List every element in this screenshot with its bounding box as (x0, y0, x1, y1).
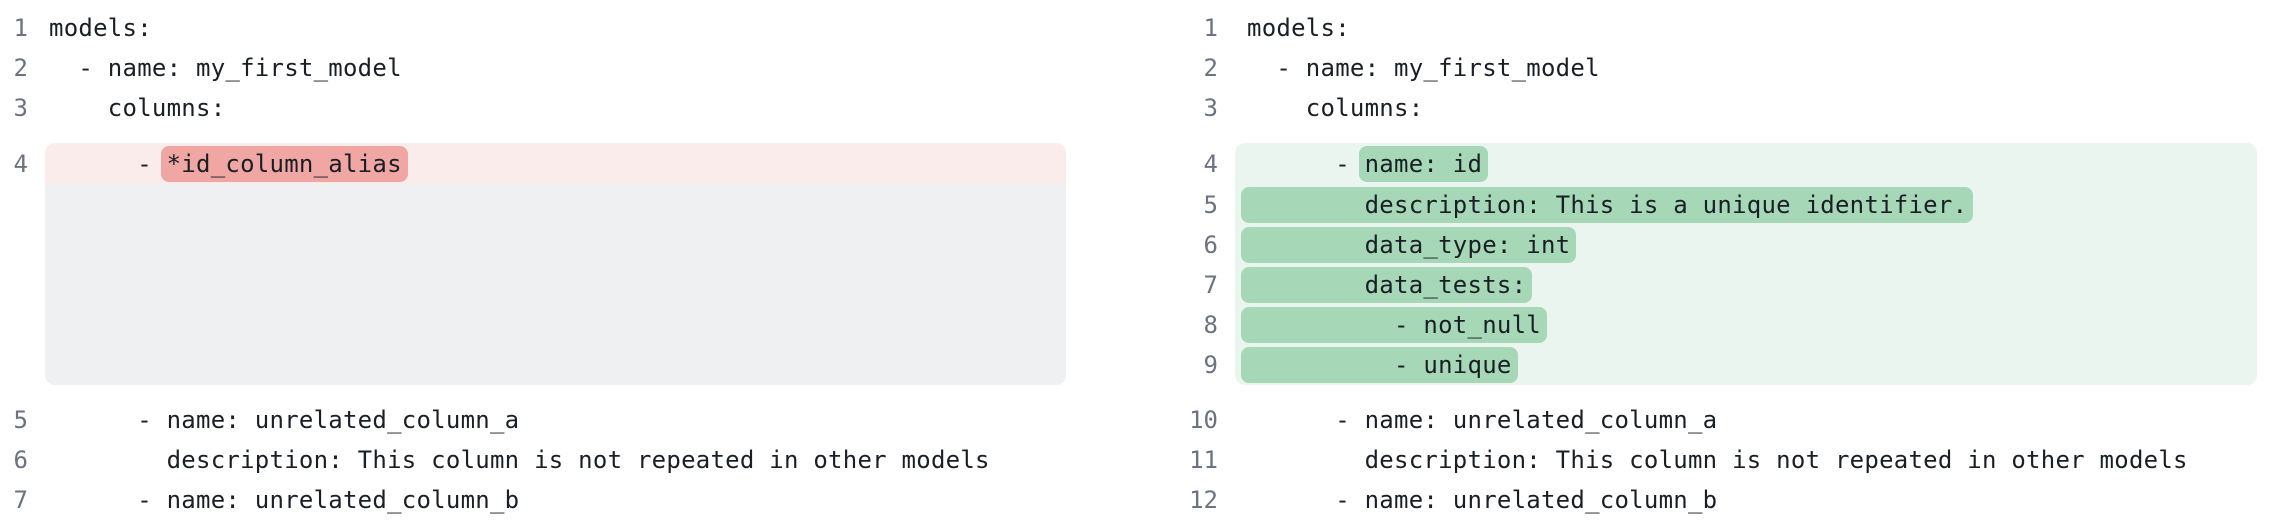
code-line: 4 - name: id (1172, 143, 2257, 185)
line-number: 7 (1203, 271, 1218, 299)
context-line: - name: unrelated_column_b (1247, 486, 1718, 514)
context-line: - name: unrelated_column_a (1247, 406, 1718, 434)
code-line: 7 data_tests: (1172, 265, 2257, 305)
line-number: 3 (13, 94, 28, 122)
added-line: - unique (1235, 345, 2257, 385)
line-number: 2 (1203, 54, 1218, 82)
code-line: 5 description: This is a unique identifi… (1172, 185, 2257, 225)
added-word-highlight: data_tests: (1241, 267, 1533, 303)
added-line: - not_null (1235, 305, 2257, 345)
added-word-highlight: description: This is a unique identifier… (1241, 187, 1974, 223)
line-number: 11 (1189, 446, 1218, 474)
context-line: - name: unrelated_column_a (49, 406, 520, 434)
code-line: 12 - name: unrelated_column_b (1172, 480, 2257, 520)
context-line: models: (1247, 14, 1350, 42)
code-line: 6 data_type: int (1172, 225, 2257, 265)
code-line: 10 - name: unrelated_column_a (1172, 400, 2257, 440)
code-line: 11 description: This column is not repea… (1172, 440, 2257, 480)
context-line: - name: my_first_model (1247, 54, 1600, 82)
line-number: 12 (1189, 486, 1218, 514)
added-line: data_type: int (1235, 225, 2257, 265)
added-word-highlight: data_type: int (1241, 227, 1577, 263)
line-number: 9 (1203, 351, 1218, 379)
line-number: 2 (13, 54, 28, 82)
removed-word-highlight: *id_column_alias (160, 146, 408, 182)
line-number: 1 (1203, 14, 1218, 42)
added-line: - name: id (1235, 143, 2257, 185)
code-line: 4 - *id_column_alias (0, 143, 1066, 185)
added-line: description: This is a unique identifier… (1235, 185, 2257, 225)
line-number: 8 (1203, 311, 1218, 339)
line-number: 5 (1203, 191, 1218, 219)
collapsed-filler-row (0, 185, 1066, 385)
collapsed-filler-block (45, 185, 1066, 385)
added-line: data_tests: (1235, 265, 2257, 305)
code-line: 6 description: This column is not repeat… (0, 440, 1066, 480)
line-number: 10 (1189, 406, 1218, 434)
line-number: 7 (13, 486, 28, 514)
context-line: columns: (1247, 94, 1424, 122)
context-line: models: (49, 14, 152, 42)
line-number: 4 (13, 150, 28, 178)
code-line: 3 columns: (1172, 88, 2257, 128)
code-line: 3 columns: (0, 88, 1066, 128)
added-word-highlight: - unique (1241, 347, 1518, 383)
line-number: 1 (13, 14, 28, 42)
code-line: 1 models: (1172, 8, 2257, 48)
code-line: 8 - not_null (1172, 305, 2257, 345)
added-word-highlight: name: id (1358, 146, 1489, 182)
context-line: description: This column is not repeated… (1247, 446, 2188, 474)
context-line: - name: my_first_model (49, 54, 402, 82)
added-word-highlight: - not_null (1241, 307, 1547, 343)
removed-line: - *id_column_alias (45, 143, 1066, 185)
line-number: 4 (1203, 150, 1218, 178)
code-line: 2 - name: my_first_model (0, 48, 1066, 88)
line-number: 6 (13, 446, 28, 474)
context-line: description: This column is not repeated… (49, 446, 990, 474)
code-line: 9 - unique (1172, 345, 2257, 385)
line-number (0, 185, 28, 385)
pane-gap (1066, 8, 1172, 9)
line-number: 5 (13, 406, 28, 434)
context-line: - name: unrelated_column_b (49, 486, 520, 514)
code-line: 5 - name: unrelated_column_a (0, 400, 1066, 440)
code-line: 1 models: (0, 8, 1066, 48)
code-line: 2 - name: my_first_model (1172, 48, 2257, 88)
line-number: 6 (1203, 231, 1218, 259)
line-number: 3 (1203, 94, 1218, 122)
code-line: 7 - name: unrelated_column_b (0, 480, 1066, 520)
context-line: columns: (49, 94, 226, 122)
